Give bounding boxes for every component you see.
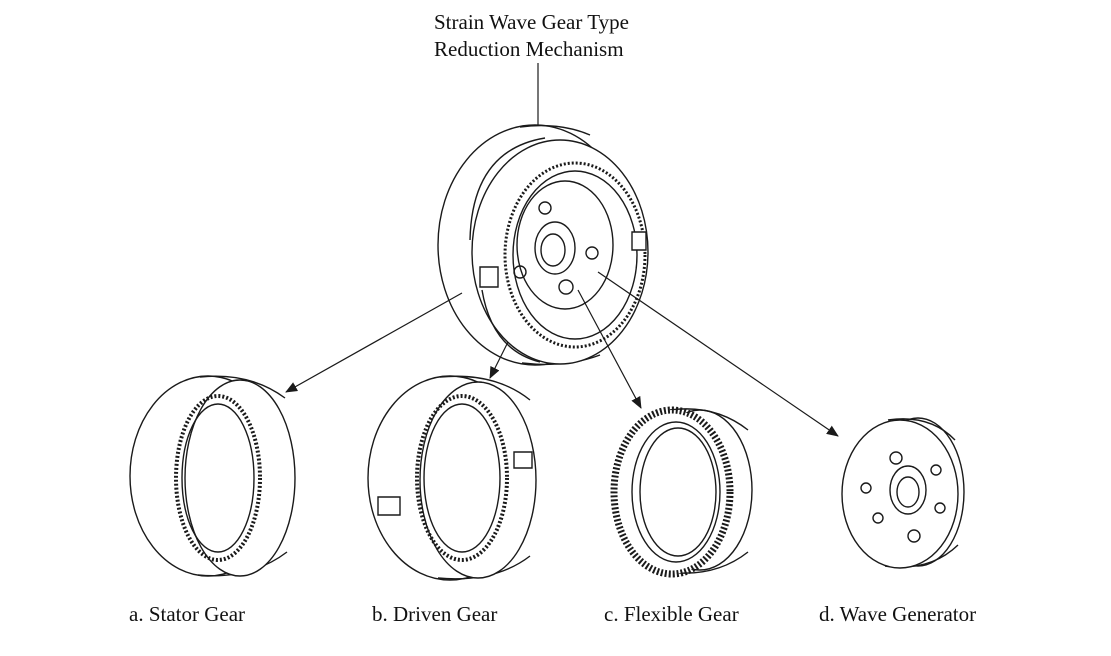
assembly-bolt-2 [514,266,526,278]
assembly-hub-inner [541,234,565,266]
assembly-toothed-ring [505,163,645,347]
generator-bolt-1 [931,465,941,475]
wave-generator-label: d. Wave Generator [819,602,977,626]
wave-generator-part [842,418,964,568]
generator-bolt-2 [873,513,883,523]
assembly-bolt-4 [586,247,598,259]
generator-hub [890,466,926,514]
stator-side-top [200,376,285,398]
driven-front [420,382,536,578]
generator-side-top [888,419,955,440]
driven-gear-label: b. Driven Gear [372,602,498,626]
arrow-to-stator-gear [285,293,462,392]
diagram-title-line-1: Strain Wave Gear Type [434,10,629,34]
assembly-bolt-3 [559,280,573,294]
driven-notch-left [378,497,400,515]
driven-gear-part [368,376,536,580]
assembly-notch-left [480,267,498,287]
flexible-gear-part [614,409,752,574]
arrow-to-flexible-gear [578,290,641,409]
arrow-to-driven-gear [490,342,508,379]
generator-front [842,420,958,568]
stator-gear-part [130,376,295,576]
assembled-mechanism [438,125,648,365]
driven-teeth [417,396,507,560]
flexible-rim [632,422,720,562]
stator-teeth [176,396,260,560]
assembly-groove-lower [482,290,540,362]
stator-bore [182,404,254,552]
generator-bolt-4 [908,530,920,542]
flexible-side-top [670,409,748,430]
stator-gear-label: a. Stator Gear [129,602,246,626]
assembly-notch-right [632,232,646,250]
generator-bolt-3 [890,452,902,464]
generator-hub-inner [897,477,919,507]
generator-bolt-5 [861,483,871,493]
flexible-gear-label: c. Flexible Gear [604,602,739,626]
assembly-inner-ring [513,171,637,339]
assembly-side-top [520,126,590,135]
assembly-groove [470,138,545,240]
driven-side-top [440,376,530,400]
explode-arrows [285,272,839,437]
driven-notch-right [514,452,532,468]
generator-bolt-6 [935,503,945,513]
stator-front [185,380,295,576]
flexible-bore [640,428,716,556]
diagram-title-line-2: Reduction Mechanism [434,37,624,61]
driven-bore [424,404,500,552]
assembly-hub [535,222,575,274]
arrow-to-wave-generator [598,272,839,437]
flexible-outer-teeth [614,410,730,574]
assembly-bolt-1 [539,202,551,214]
